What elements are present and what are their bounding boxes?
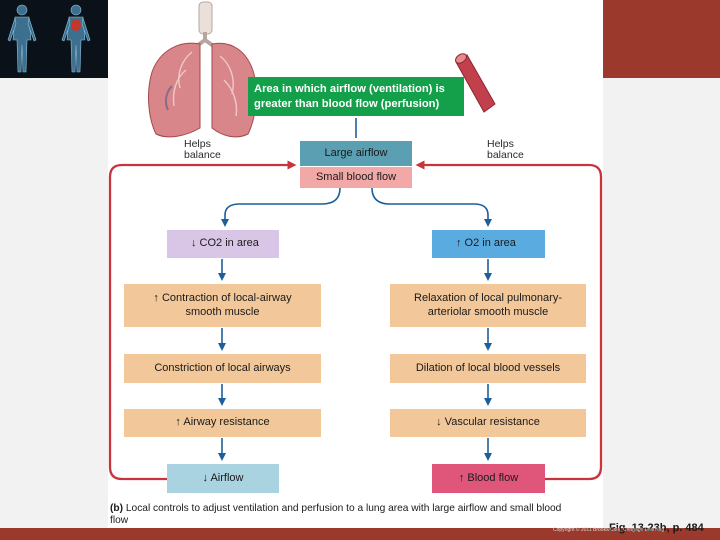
feedback-line-left [108, 160, 297, 481]
caption-part-label: (b) [110, 503, 124, 514]
helps-balance-label-left: Helps balance [184, 138, 221, 162]
airway-resistance-box: ↑ Airway resistance [124, 409, 321, 437]
lungs-icon [148, 1, 257, 138]
flow-arrows [218, 118, 492, 461]
vessel-dilation-box: Dilation of local blood vessels [390, 354, 586, 383]
airflow-box: ↓ Airflow [167, 464, 279, 493]
figure-reference: Fig. 13-23b, p. 484 [609, 522, 704, 534]
ventilation-perfusion-box: Area in which airflow (ventilation) is g… [248, 77, 464, 116]
arteriolar-smooth-muscle-box: Relaxation of local pulmonary-arteriolar… [390, 284, 586, 327]
anatomy-thumbnail [0, 0, 108, 78]
feedback-line-right [415, 160, 603, 481]
small-blood-flow-box: Small blood flow [300, 167, 412, 188]
helps-balance-label-right: Helps balance [487, 138, 524, 162]
o2-box: ↑ O2 in area [432, 230, 545, 258]
co2-box: ↓ CO2 in area [167, 230, 279, 258]
vascular-resistance-box: ↓ Vascular resistance [390, 409, 586, 437]
left-margin [0, 78, 108, 530]
footer-bar [0, 528, 720, 540]
figure-caption: (b) Local controls to adjust ventilation… [110, 503, 580, 527]
body-figure-icon [7, 4, 37, 73]
blood-flow-box: ↑ Blood flow [432, 464, 545, 493]
large-airflow-box: Large airflow [300, 141, 412, 166]
airway-constriction-box: Constriction of local airways [124, 354, 321, 383]
blood-vessel-icon [455, 53, 496, 113]
body-figure-icon [61, 4, 91, 73]
right-margin [603, 78, 720, 530]
copyright-notice: Copyright © 2011 Brooks/Cole, Cengage Le… [553, 527, 665, 533]
caption-text: Local controls to adjust ventilation and… [110, 503, 562, 527]
airway-smooth-muscle-box: ↑ Contraction of local-airway smooth mus… [124, 284, 321, 327]
